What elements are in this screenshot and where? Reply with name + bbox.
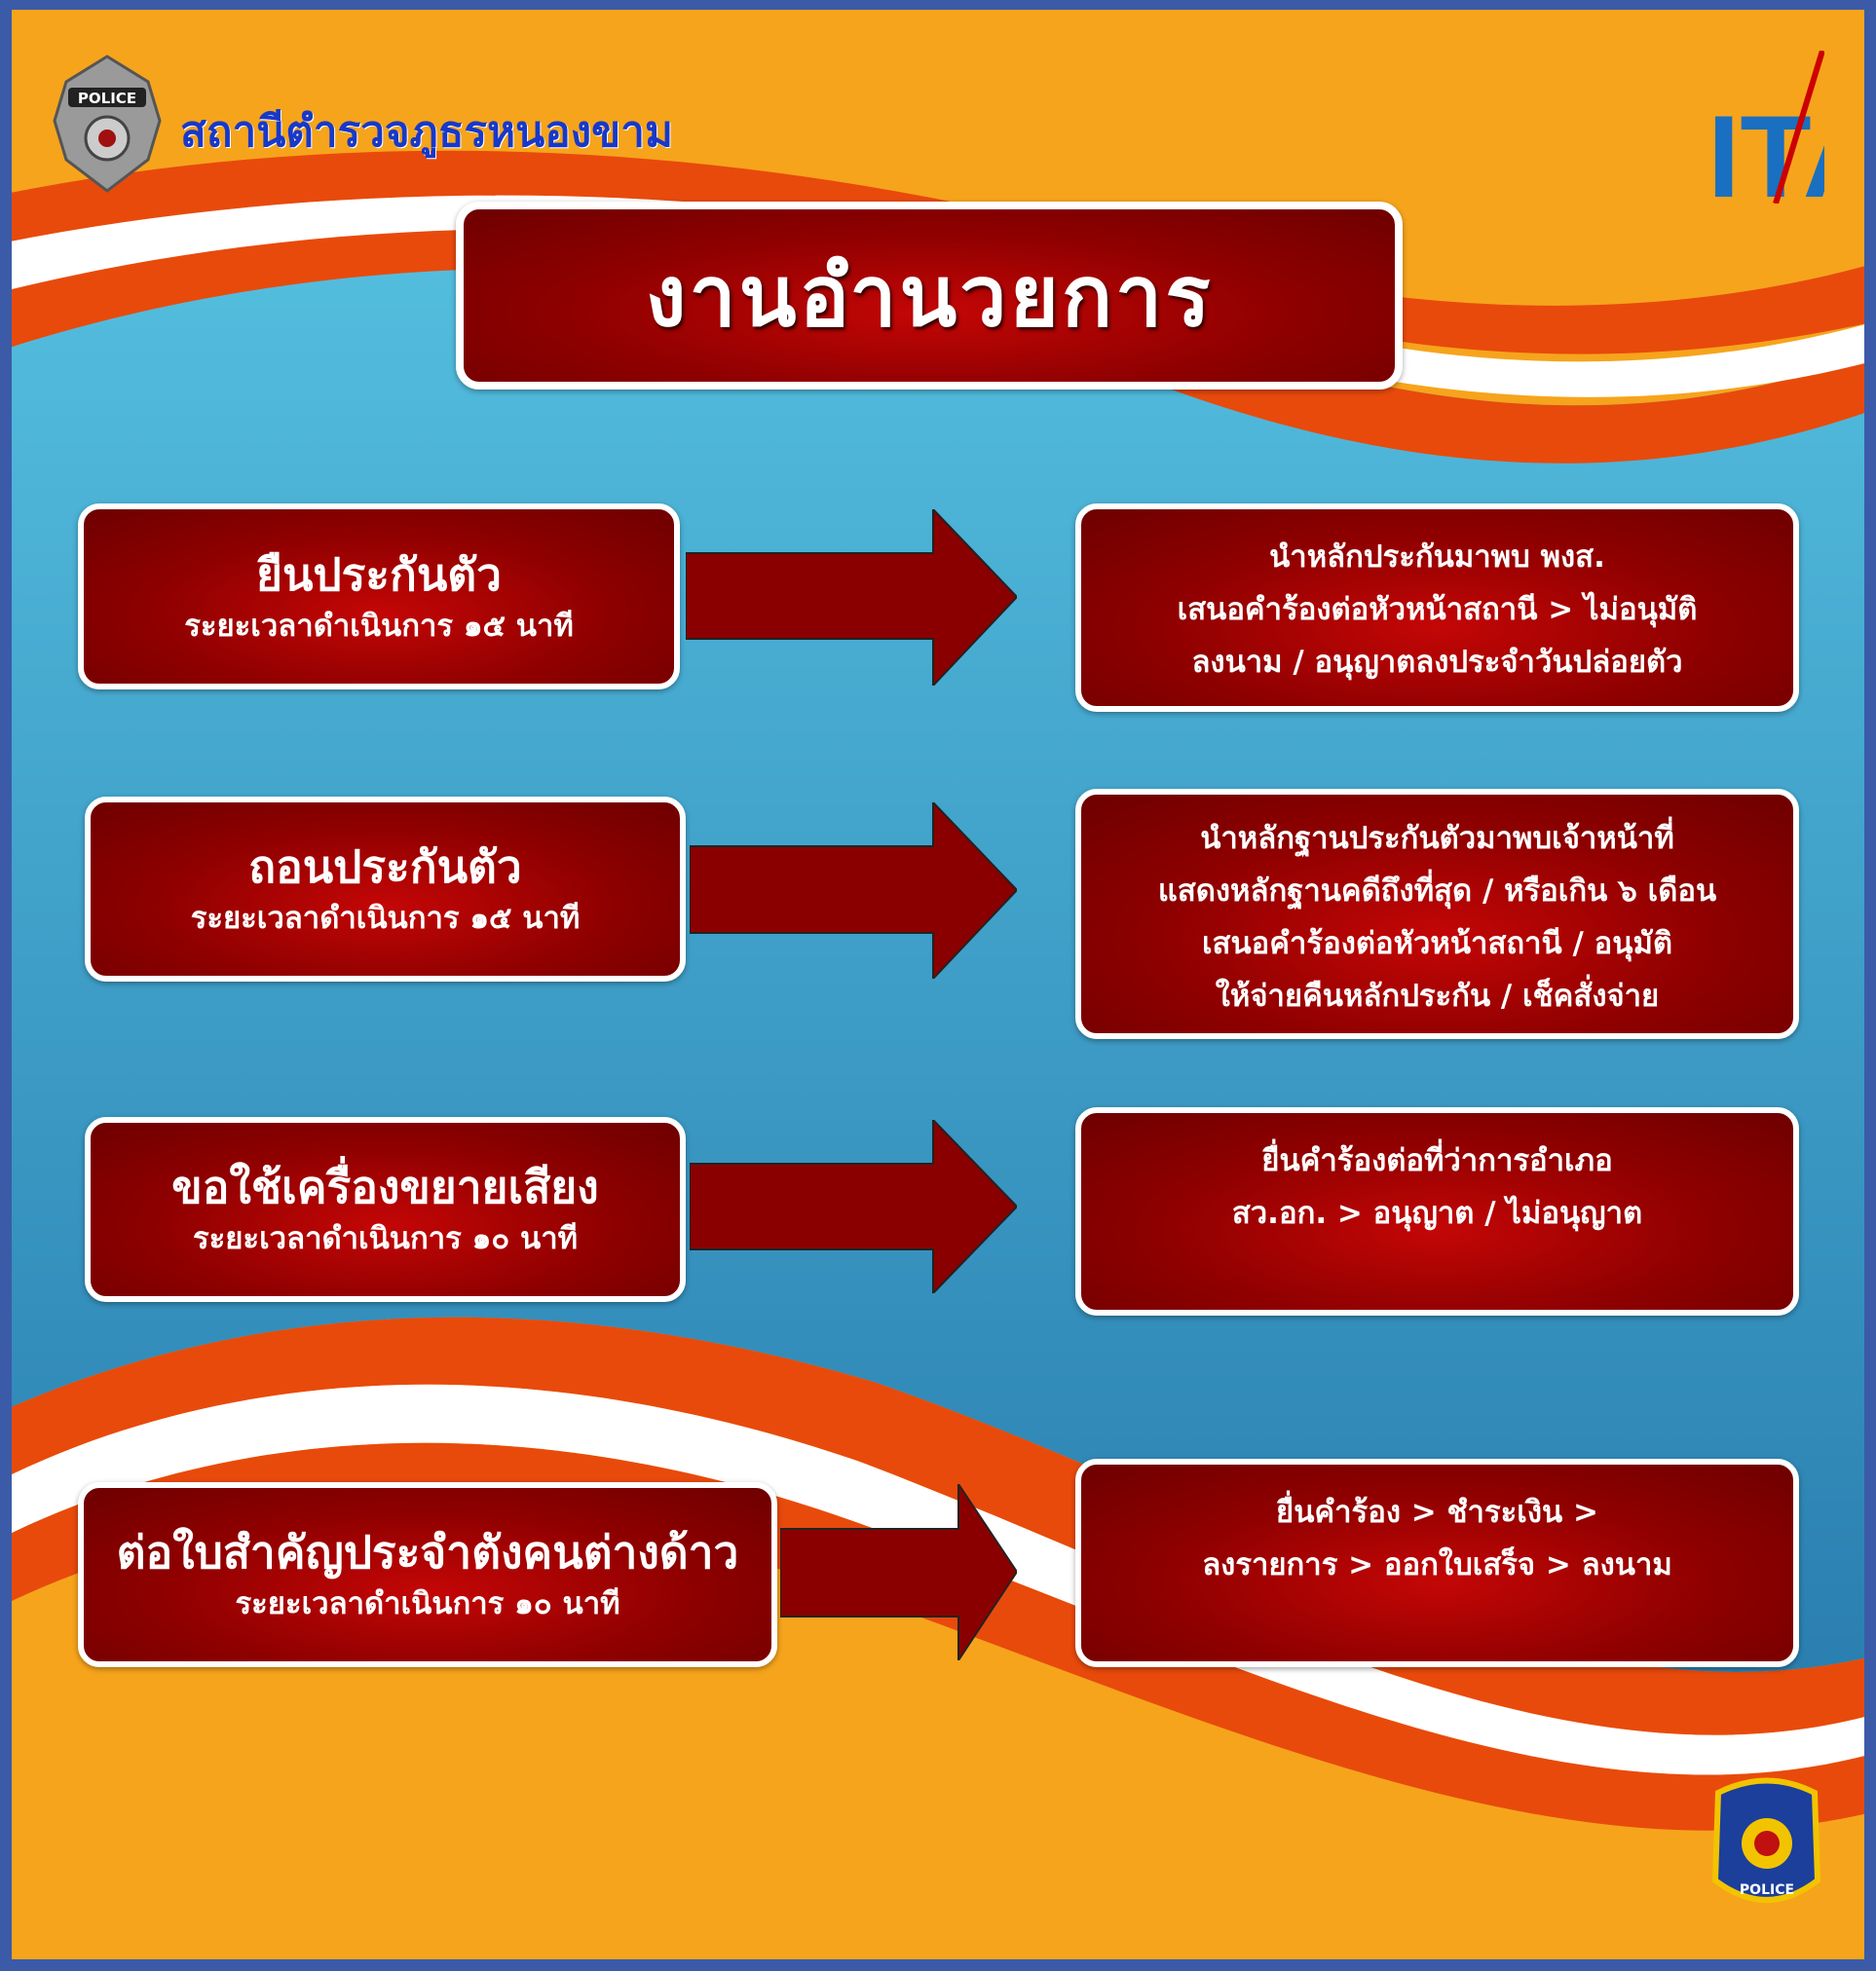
- service-box-bail: ยืนประกันตัวระยะเวลาดำเนินการ ๑๕ นาที: [78, 503, 680, 689]
- step-line: ให้จ่ายคืนหลักประกัน / เช็คสั่งจ่าย: [1215, 979, 1660, 1014]
- step-line: นำหลักประกันมาพบ พงส.: [1269, 539, 1605, 575]
- step-line: เสนอคำร้องต่อหัวหน้าสถานี / อนุมัติ: [1201, 926, 1673, 961]
- page-title-text: งานอำนวยการ: [645, 248, 1214, 346]
- steps-box-bail: นำหลักประกันมาพบ พงส. เสนอคำร้องต่อหัวหน้…: [1075, 503, 1799, 712]
- svg-text:POLICE: POLICE: [1740, 1882, 1794, 1898]
- step-line: สว.อก. > อนุญาต / ไม่อนุญาต: [1231, 1196, 1643, 1231]
- service-duration: ระยะเวลาดำเนินการ ๑๐ นาที: [192, 1221, 579, 1256]
- service-name: ขอใช้เครื่องขยายเสียง: [171, 1161, 599, 1213]
- arrow-right-icon: [780, 1484, 1017, 1660]
- service-box-withdraw-bail: ถอนประกันตัวระยะเวลาดำเนินการ ๑๕ นาที: [85, 797, 686, 982]
- steps-box-withdraw-bail: นำหลักฐานประกันตัวมาพบเจ้าหน้าที่แสดงหลั…: [1075, 789, 1799, 1039]
- step-line: ยื่นคำร้อง > ชำระเงิน >: [1276, 1495, 1598, 1530]
- ita-logo: ITA: [1707, 50, 1876, 222]
- step-line: ลงนาม / อนุญาตลงประจำวันปล่อยตัว: [1191, 645, 1683, 680]
- steps-box-alien-certificate: ยื่นคำร้อง > ชำระเงิน > ลงรายการ > ออกใบเ…: [1075, 1459, 1799, 1667]
- step-line: แสดงหลักฐานคดีถึงที่สุด / หรือเกิน ๖ เดื…: [1157, 874, 1717, 909]
- provincial-police-badge-logo: POLICE: [1708, 1773, 1824, 1918]
- police-badge-logo: POLICE: [51, 53, 164, 195]
- arrow-right-icon: [690, 1120, 1017, 1293]
- step-line: ลงรายการ > ออกใบเสร็จ > ลงนาม: [1202, 1547, 1672, 1582]
- service-duration: ระยะเวลาดำเนินการ ๑๕ นาที: [190, 901, 581, 936]
- service-name: ยืนประกันตัว: [255, 547, 502, 601]
- step-line: เสนอคำร้องต่อหัวหน้าสถานี > ไม่อนุมัติ: [1177, 592, 1698, 627]
- steps-box-loudspeaker: ยื่นคำร้องต่อที่ว่าการอำเภอสว.อก. > อนุญ…: [1075, 1107, 1799, 1316]
- station-name: สถานีตำรวจภูธรหนองขาม: [180, 107, 673, 157]
- service-duration: ระยะเวลาดำเนินการ ๑๕ นาที: [184, 608, 574, 644]
- service-duration: ระยะเวลาดำเนินการ ๑๐ นาที: [235, 1586, 620, 1621]
- service-box-alien-certificate: ต่อใบสำคัญประจำตังคนต่างด้าวระยะเวลาดำเน…: [78, 1482, 777, 1667]
- arrow-right-icon: [686, 509, 1017, 686]
- page-title: งานอำนวยการ: [456, 202, 1403, 390]
- step-line: นำหลักฐานประกันตัวมาพบเจ้าหน้าที่: [1200, 821, 1674, 856]
- step-line: ยื่นคำร้องต่อที่ว่าการอำเภอ: [1261, 1143, 1613, 1178]
- service-box-loudspeaker: ขอใช้เครื่องขยายเสียงระยะเวลาดำเนินการ ๑…: [85, 1117, 686, 1302]
- arrow-right-icon: [690, 802, 1017, 979]
- service-name: ต่อใบสำคัญประจำตังคนต่างด้าว: [116, 1526, 739, 1579]
- svg-text:POLICE: POLICE: [78, 90, 136, 107]
- service-name: ถอนประกันตัว: [248, 840, 522, 893]
